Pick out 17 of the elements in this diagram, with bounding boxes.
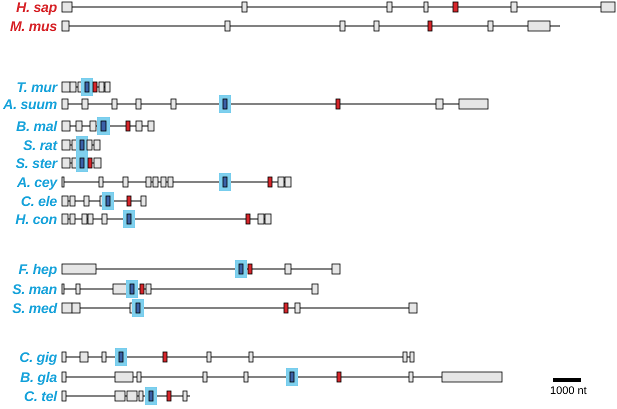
species-label: A. cey bbox=[16, 174, 57, 190]
species-label: A. suum bbox=[3, 96, 57, 112]
species-label: S. man bbox=[12, 281, 57, 297]
species-label: S. med bbox=[12, 300, 57, 316]
species-label: S. ster bbox=[16, 155, 57, 171]
species-label: B. mal bbox=[16, 118, 57, 134]
species-label: H. sap bbox=[16, 0, 57, 15]
species-label: C. gig bbox=[19, 349, 57, 365]
species-label: C. ele bbox=[20, 193, 57, 209]
species-label: H. con bbox=[15, 211, 57, 227]
species-label: M. mus bbox=[10, 18, 57, 34]
species-label: C. tel bbox=[24, 388, 57, 404]
species-label: T. mur bbox=[16, 79, 57, 95]
species-label: B. gla bbox=[20, 369, 57, 385]
species-label: S. rat bbox=[23, 137, 57, 153]
species-label: F. hep bbox=[18, 261, 57, 277]
scale-label: 1000 nt bbox=[550, 385, 587, 397]
